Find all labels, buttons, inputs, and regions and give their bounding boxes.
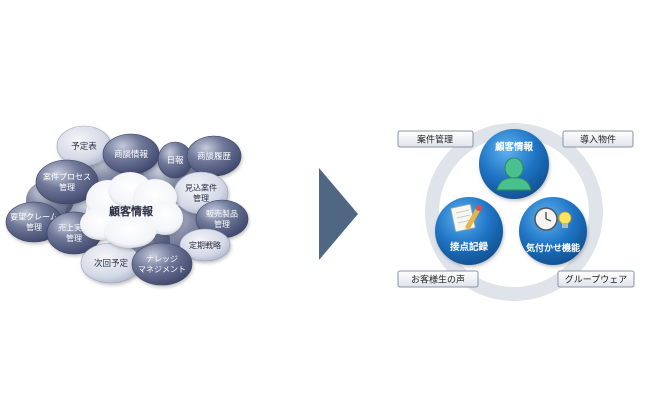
- bubble-jikai-yotei: 次回予定: [80, 242, 142, 284]
- bubble-shodan-rireki: 商談履歴: [186, 135, 242, 177]
- center-cloud-puff: [104, 216, 156, 248]
- bubble-label: 日報: [166, 156, 184, 166]
- bubble-label: 管理: [66, 233, 82, 243]
- bubble-label: 案件プロセス: [43, 172, 91, 182]
- node-customer-info: 顧客情報: [479, 129, 549, 199]
- bubble-shape: [35, 159, 99, 205]
- bubble-label: 見込案件: [185, 183, 217, 193]
- bubble-label: 管理: [214, 219, 230, 229]
- center-cloud-label: 顧客情報: [109, 204, 154, 218]
- tag-products-label: 導入物件: [580, 134, 616, 146]
- bubble-label: 定期戦略: [189, 240, 221, 250]
- node-contact-record: 接点記録: [435, 197, 503, 265]
- clock-bulb-icon: [534, 207, 572, 231]
- information-cloud: 予定表商談情報日報商談履歴案件プロセス管理見込案件管理販売製品管理要望クレーム管…: [5, 125, 249, 286]
- tag-project-label: 案件管理: [417, 134, 453, 146]
- bubble-label: 管理: [26, 222, 42, 232]
- tag-customer-voice: お客様生の声: [397, 270, 479, 288]
- bubble-label: 管理: [59, 182, 75, 192]
- bubble-shape: [179, 228, 231, 262]
- bubble-label: 管理: [193, 193, 209, 203]
- document-pen-icon: [450, 203, 482, 233]
- tag-groupware-label: グループウェア: [565, 274, 627, 286]
- node-customer-label: 顧客情報: [495, 141, 534, 153]
- bubble-label: 売上実績: [58, 223, 90, 233]
- tag-voice-label: お客様生の声: [411, 274, 465, 286]
- bubble-label: 予定表: [71, 141, 97, 152]
- bubble-label: 販売製品: [206, 209, 238, 219]
- bubble-shodan-joho: 商談情報: [102, 133, 160, 175]
- tag-project-management: 案件管理: [397, 130, 474, 148]
- bubble-label: マネジメント: [138, 265, 186, 274]
- bubble-shape: [131, 242, 193, 286]
- bubble-nippo: 日報: [157, 141, 193, 179]
- node-notice-function: 気付かせ機能: [519, 197, 587, 265]
- center-cloud: 顧客情報: [80, 172, 183, 248]
- bubble-label: 商談履歴: [197, 151, 232, 162]
- bubble-teiki-senryaku: 定期戦略: [179, 228, 231, 262]
- tag-groupware: グループウェア: [557, 270, 635, 288]
- bubble-label: 要望クレーム: [10, 212, 58, 222]
- bubble-label: 商談情報: [114, 149, 149, 160]
- transition-arrow-icon: [319, 168, 358, 260]
- center-cloud-puff: [147, 201, 183, 235]
- bubble-label: 次回予定: [94, 258, 129, 269]
- node-contact-label: 接点記録: [450, 241, 489, 253]
- tag-installed-products: 導入物件: [562, 130, 634, 148]
- node-notice-label: 気付かせ機能: [526, 242, 580, 254]
- person-icon: [496, 157, 532, 191]
- crm-core-diagram: 案件管理 導入物件 お客様生の声 グループウェア 顧客情報: [397, 123, 635, 301]
- bubble-label: ナレッジ: [146, 255, 178, 264]
